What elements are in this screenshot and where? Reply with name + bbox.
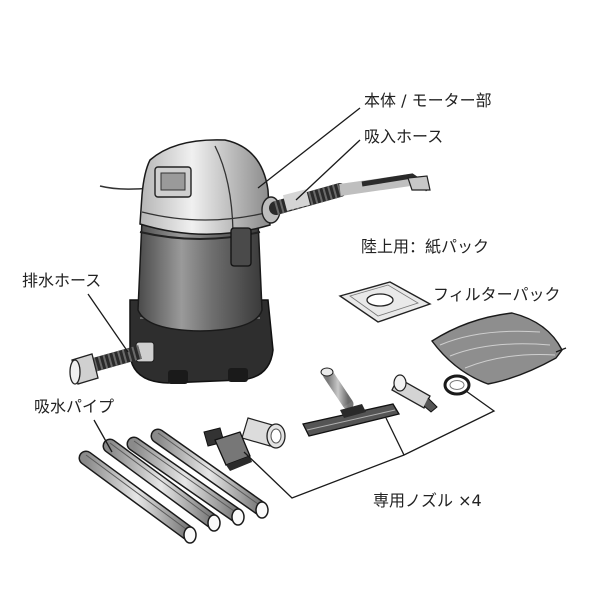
label-body-motor: 本体 / モーター部 (364, 91, 492, 110)
caster-left (168, 370, 188, 384)
motor-head (139, 139, 271, 235)
leader-nozzles-floor (385, 417, 405, 456)
label-suction-pipe: 吸水パイプ (34, 397, 114, 416)
suction-pipe-3 (126, 436, 245, 526)
leader-suction-hose (295, 139, 361, 201)
head-band (141, 211, 270, 221)
suction-pipe-1 (78, 450, 197, 544)
drain-hose-opening (69, 359, 81, 385)
label-suction-hose: 吸入ホース (364, 127, 443, 146)
ring-adapter (443, 374, 471, 396)
round-nozzle (241, 417, 286, 449)
crevice-nozzle (391, 374, 438, 413)
filter-pack (430, 312, 567, 385)
suction-pipes (78, 428, 269, 544)
control-panel-inner (160, 172, 186, 191)
floor-nozzle (302, 367, 401, 437)
leader-drain-hose (87, 293, 129, 353)
suction-hose (269, 173, 431, 215)
caster-right (228, 368, 248, 382)
brush-nozzle (203, 427, 252, 471)
label-nozzles: 専用ノズル ×4 (373, 491, 482, 510)
vacuum-body (129, 139, 281, 384)
paper-pack (338, 281, 432, 323)
hose-wand (339, 174, 411, 196)
paper-pack-hole (366, 293, 394, 307)
drain-hose (69, 345, 142, 385)
label-filter-pack: フィルターパック (433, 285, 561, 304)
head-seam (214, 145, 234, 233)
hose-tip (407, 175, 431, 191)
suction-pipe-2 (102, 438, 221, 532)
label-drain-hose: 排水ホース (22, 271, 101, 290)
latch (230, 227, 252, 267)
suction-pipe-4 (150, 428, 269, 519)
leader-suction-pipe (93, 419, 113, 453)
leader-body-motor (257, 107, 361, 189)
label-paper-pack: 陸上用：紙パック (361, 237, 489, 256)
